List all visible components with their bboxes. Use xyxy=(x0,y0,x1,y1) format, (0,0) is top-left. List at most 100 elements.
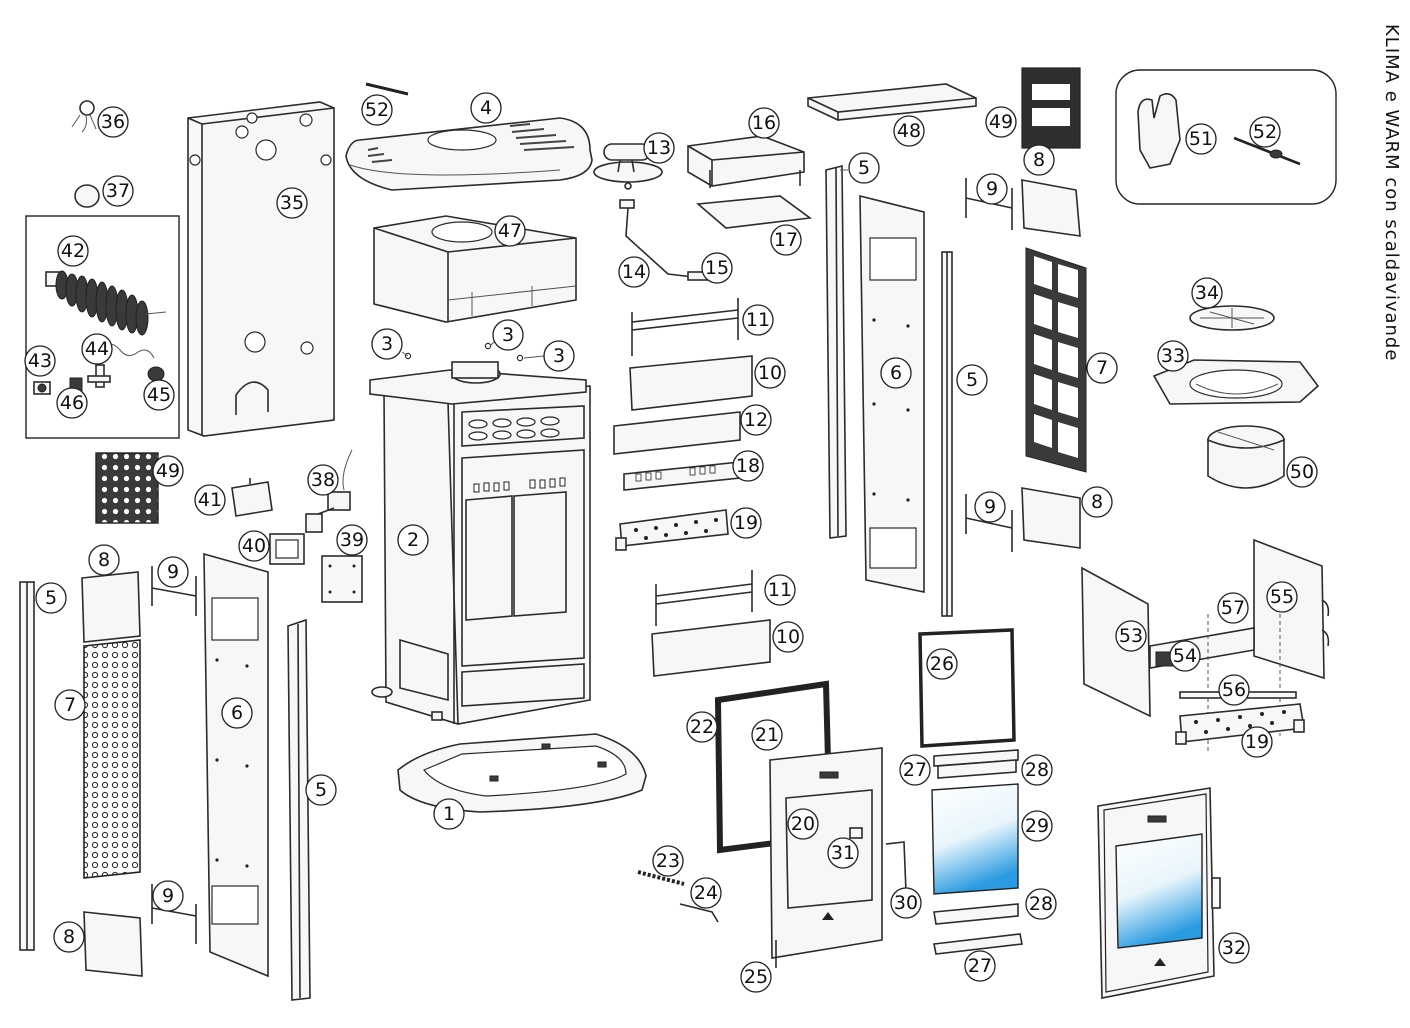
grate-19-right xyxy=(1175,703,1305,745)
callout-circle xyxy=(81,333,113,365)
callout-circle xyxy=(1023,144,1055,176)
callout-label: 40 xyxy=(242,535,266,557)
pressure-switch-38 xyxy=(305,449,353,533)
callout-circle xyxy=(97,106,129,138)
callout-label: 51 xyxy=(1189,128,1213,150)
side-panel-6-left xyxy=(203,552,269,978)
callout-circle xyxy=(397,524,429,556)
side-profile-5-center xyxy=(825,164,847,539)
callout-c8b: 8 xyxy=(53,921,85,953)
callout-c50: 50 xyxy=(1286,456,1318,488)
callout-label: 54 xyxy=(1173,645,1197,667)
control-board-41 xyxy=(231,478,273,517)
callout-c5b: 5 xyxy=(305,774,337,806)
callout-circle xyxy=(748,107,780,139)
callout-c8a: 8 xyxy=(88,544,120,576)
callout-c9a: 9 xyxy=(157,556,189,588)
callout-c32: 32 xyxy=(1218,932,1250,964)
bracket-11-lower xyxy=(655,570,753,626)
callout-circle xyxy=(956,364,988,396)
callout-c39: 39 xyxy=(336,524,368,556)
callout-c7b: 7 xyxy=(1086,352,1118,384)
callout-label: 3 xyxy=(381,333,393,355)
bracket-9-lower-right xyxy=(965,494,1013,552)
pot-frame-33 xyxy=(1152,359,1320,405)
callout-c13: 13 xyxy=(643,132,675,164)
callout-circle xyxy=(494,215,526,247)
callout-label: 14 xyxy=(622,261,646,283)
callout-label: 5 xyxy=(858,157,870,179)
ring-50 xyxy=(1207,425,1285,489)
callout-c57: 57 xyxy=(1217,592,1249,624)
callout-c31: 31 xyxy=(827,837,859,869)
top-plate-48 xyxy=(807,83,977,121)
callout-circle xyxy=(56,387,88,419)
bracket-16 xyxy=(687,135,805,188)
side-profile-5-centerleft xyxy=(287,618,311,1001)
callout-label: 20 xyxy=(791,813,815,835)
callout-label: 55 xyxy=(1270,586,1294,608)
callout-label: 27 xyxy=(968,955,992,977)
callout-label: 45 xyxy=(147,384,171,406)
callout-label: 8 xyxy=(98,549,110,571)
resistance-group-box xyxy=(25,215,180,439)
callout-label: 4 xyxy=(480,97,492,119)
callout-circle xyxy=(361,94,393,126)
callout-circle xyxy=(1081,486,1113,518)
spring-23 xyxy=(637,870,685,886)
latch-31 xyxy=(849,827,863,839)
callout-circle xyxy=(1021,754,1053,786)
callout-c3c: 3 xyxy=(543,340,575,372)
display-40 xyxy=(269,533,305,565)
callout-c14: 14 xyxy=(618,256,650,288)
callout-label: 10 xyxy=(776,626,800,648)
callout-label: 18 xyxy=(736,455,760,477)
accessory-box xyxy=(1115,69,1337,205)
door-frame-20 xyxy=(769,747,883,959)
callout-label: 53 xyxy=(1119,625,1143,647)
callout-c6b: 6 xyxy=(880,357,912,389)
gasket-28-upper xyxy=(937,759,1017,779)
grate-19-center xyxy=(615,509,729,551)
callout-label: 19 xyxy=(734,512,758,534)
callout-label: 11 xyxy=(768,579,792,601)
fitting-43 xyxy=(33,381,51,395)
callout-c49b: 49 xyxy=(152,455,184,487)
callout-c12: 12 xyxy=(740,404,772,436)
callout-label: 17 xyxy=(774,229,798,251)
callout-circle xyxy=(53,921,85,953)
callout-c26: 26 xyxy=(926,648,958,680)
plate-17 xyxy=(696,195,813,229)
callout-label: 50 xyxy=(1290,461,1314,483)
callout-c9c: 9 xyxy=(976,173,1008,205)
callout-c9d: 9 xyxy=(974,491,1006,523)
callout-c36: 36 xyxy=(97,106,129,138)
callout-circle xyxy=(88,544,120,576)
callout-circle xyxy=(974,491,1006,523)
callout-c16: 16 xyxy=(748,107,780,139)
callout-label: 42 xyxy=(61,240,85,262)
callout-c28b: 28 xyxy=(1025,888,1057,920)
callout-label: 22 xyxy=(690,716,714,738)
callout-circle xyxy=(618,256,650,288)
callout-label: 27 xyxy=(903,759,927,781)
thermostat-36 xyxy=(71,100,97,133)
callout-label: 2 xyxy=(407,529,419,551)
callout-circle xyxy=(1218,674,1250,706)
callout-circle xyxy=(890,887,922,919)
callout-c5a: 5 xyxy=(35,582,67,614)
handle-30 xyxy=(885,841,907,895)
callout-c45: 45 xyxy=(143,379,175,411)
callout-label: 44 xyxy=(85,338,109,360)
side-panel-6-center xyxy=(859,194,925,593)
callout-label: 24 xyxy=(694,882,718,904)
callout-label: 36 xyxy=(101,111,125,133)
callout-label: 3 xyxy=(553,345,565,367)
callout-circle xyxy=(701,252,733,284)
callout-c54: 54 xyxy=(1169,640,1201,672)
callout-label: 48 xyxy=(897,120,921,142)
callout-circle xyxy=(470,92,502,124)
side-profile-5-left xyxy=(19,581,35,951)
rail-54 xyxy=(1149,627,1255,669)
